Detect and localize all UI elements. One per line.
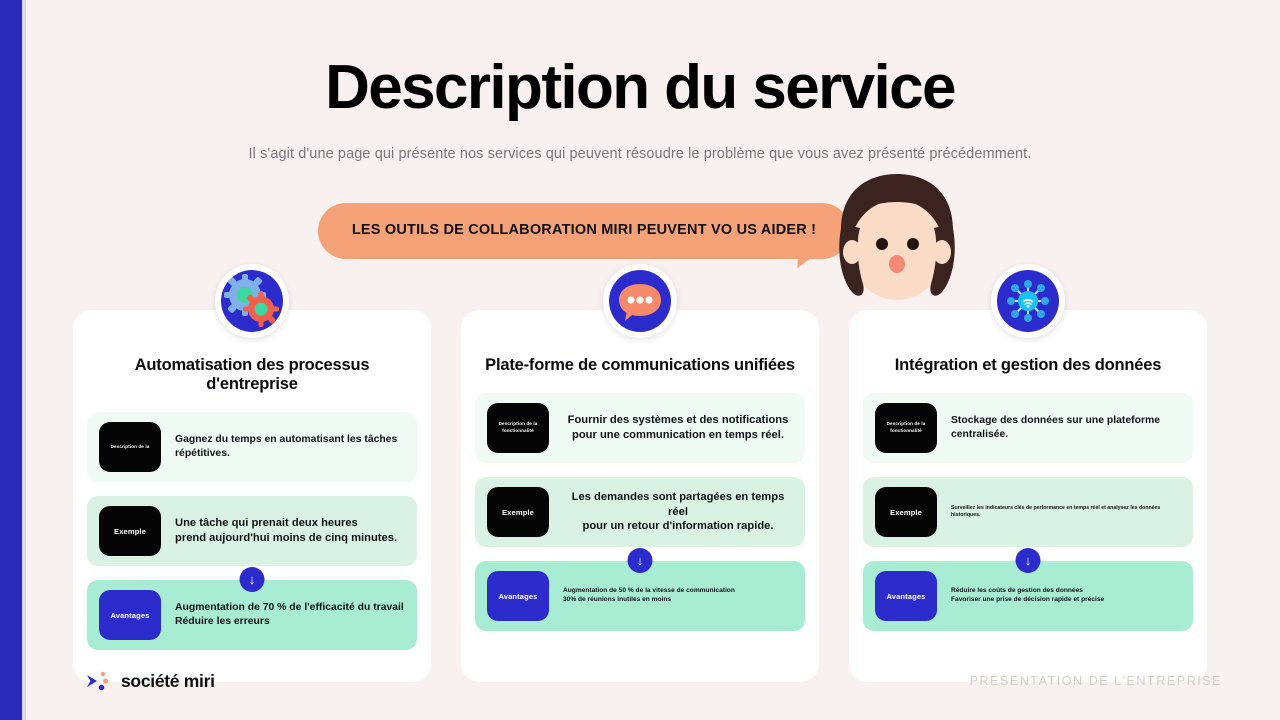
row-chip: Exemple <box>487 487 549 537</box>
chevron-down-icon: ↓ <box>1015 548 1041 573</box>
row-text: Fournir des systèmes et des notification… <box>567 414 789 441</box>
network-hub-icon <box>997 270 1059 332</box>
card-title: Plate-forme de communications unifiées <box>485 356 795 374</box>
card-row-example: Exemple Les demandes sont partagées en t… <box>475 477 805 573</box>
row-chip-label: Avantages <box>498 591 538 601</box>
card-row-description: Description de la fonctionnalité Fournir… <box>475 393 805 463</box>
speech-bubble-tail <box>797 246 825 270</box>
cards-container: Automatisation des processus d'entrepris… <box>0 264 1280 682</box>
row-text: Une tâche qui prenait deux heures prend … <box>175 517 398 544</box>
row-chip-label: Exemple <box>114 526 146 536</box>
row-text: Augmentation de 50 % de la vitesse de co… <box>563 587 735 603</box>
row-chip-label: Exemple <box>502 507 534 517</box>
row-chip: Avantages <box>99 590 161 640</box>
card-icon-wrapper <box>991 264 1065 338</box>
card-title: Automatisation des processus d'entrepris… <box>134 356 370 393</box>
row-chip: Avantages <box>487 571 549 621</box>
card-title: Intégration et gestion des données <box>894 356 1162 374</box>
left-accent-bar-edge <box>22 0 26 720</box>
row-chip: Description de la <box>99 422 161 472</box>
speech-bubble: LES OUTILS DE COLLABORATION MIRI PEUVENT… <box>318 203 850 259</box>
speech-bubble-text: LES OUTILS DE COLLABORATION MIRI PEUVENT… <box>351 222 817 239</box>
footer-brand: société miri <box>84 668 215 694</box>
service-card: Intégration et gestion des données Descr… <box>849 264 1207 682</box>
card-row-example: Exemple Une tâche qui prenait deux heure… <box>87 496 417 592</box>
row-chip: Exemple <box>99 506 161 556</box>
miri-logo-icon <box>87 671 109 691</box>
row-text: Gagnez du temps en automatisant les tâch… <box>175 434 398 459</box>
chevron-down-icon: ↓ <box>239 567 265 592</box>
card-icon-wrapper <box>215 264 289 338</box>
card-row-description: Description de la Gagnez du temps en aut… <box>87 412 417 482</box>
gears-icon <box>221 270 283 332</box>
row-text: Stockage des données sur une plateforme … <box>951 415 1161 440</box>
page-subtitle: Il s'agit d'une page qui présente nos se… <box>248 146 1032 162</box>
service-card: Plate-forme de communications unifiées D… <box>461 264 819 682</box>
row-text: Les demandes sont partagées en temps rée… <box>571 490 785 533</box>
page-title: Description du service <box>325 53 956 122</box>
avatar <box>826 172 968 306</box>
service-card: Automatisation des processus d'entrepris… <box>73 264 431 682</box>
row-text: Réduire les coûts de gestion des données… <box>951 587 1105 603</box>
chat-bubble-icon <box>609 270 671 332</box>
row-chip-label: Description de la <box>110 443 150 449</box>
row-chip-label: Exemple <box>890 507 922 517</box>
left-accent-bar <box>0 0 22 720</box>
row-chip-label: Avantages <box>886 591 926 601</box>
chevron-down-icon: ↓ <box>627 548 653 573</box>
row-text: Augmentation de 70 % de l'efficacité du … <box>175 602 404 627</box>
card-icon-wrapper <box>603 264 677 338</box>
row-chip-label: Avantages <box>110 610 150 620</box>
footer-right-label: PRÉSENTATION DE L'ENTREPRISE <box>969 674 1222 688</box>
card-row-description: Description de la fonctionnalité Stockag… <box>863 393 1193 463</box>
row-chip: Avantages <box>875 571 937 621</box>
row-chip: Exemple <box>875 487 937 537</box>
row-chip: Description de la fonctionnalité <box>875 403 937 453</box>
row-chip-label: Description de la fonctionnalité <box>498 421 538 433</box>
row-chip: Description de la fonctionnalité <box>487 403 549 453</box>
row-text: Surveillez les indicateurs clés de perfo… <box>951 505 1161 518</box>
brand-name: société miri <box>121 670 215 691</box>
row-chip-label: Description de la fonctionnalité <box>886 421 926 433</box>
card-row-example: Exemple Surveillez les indicateurs clés … <box>863 477 1193 573</box>
